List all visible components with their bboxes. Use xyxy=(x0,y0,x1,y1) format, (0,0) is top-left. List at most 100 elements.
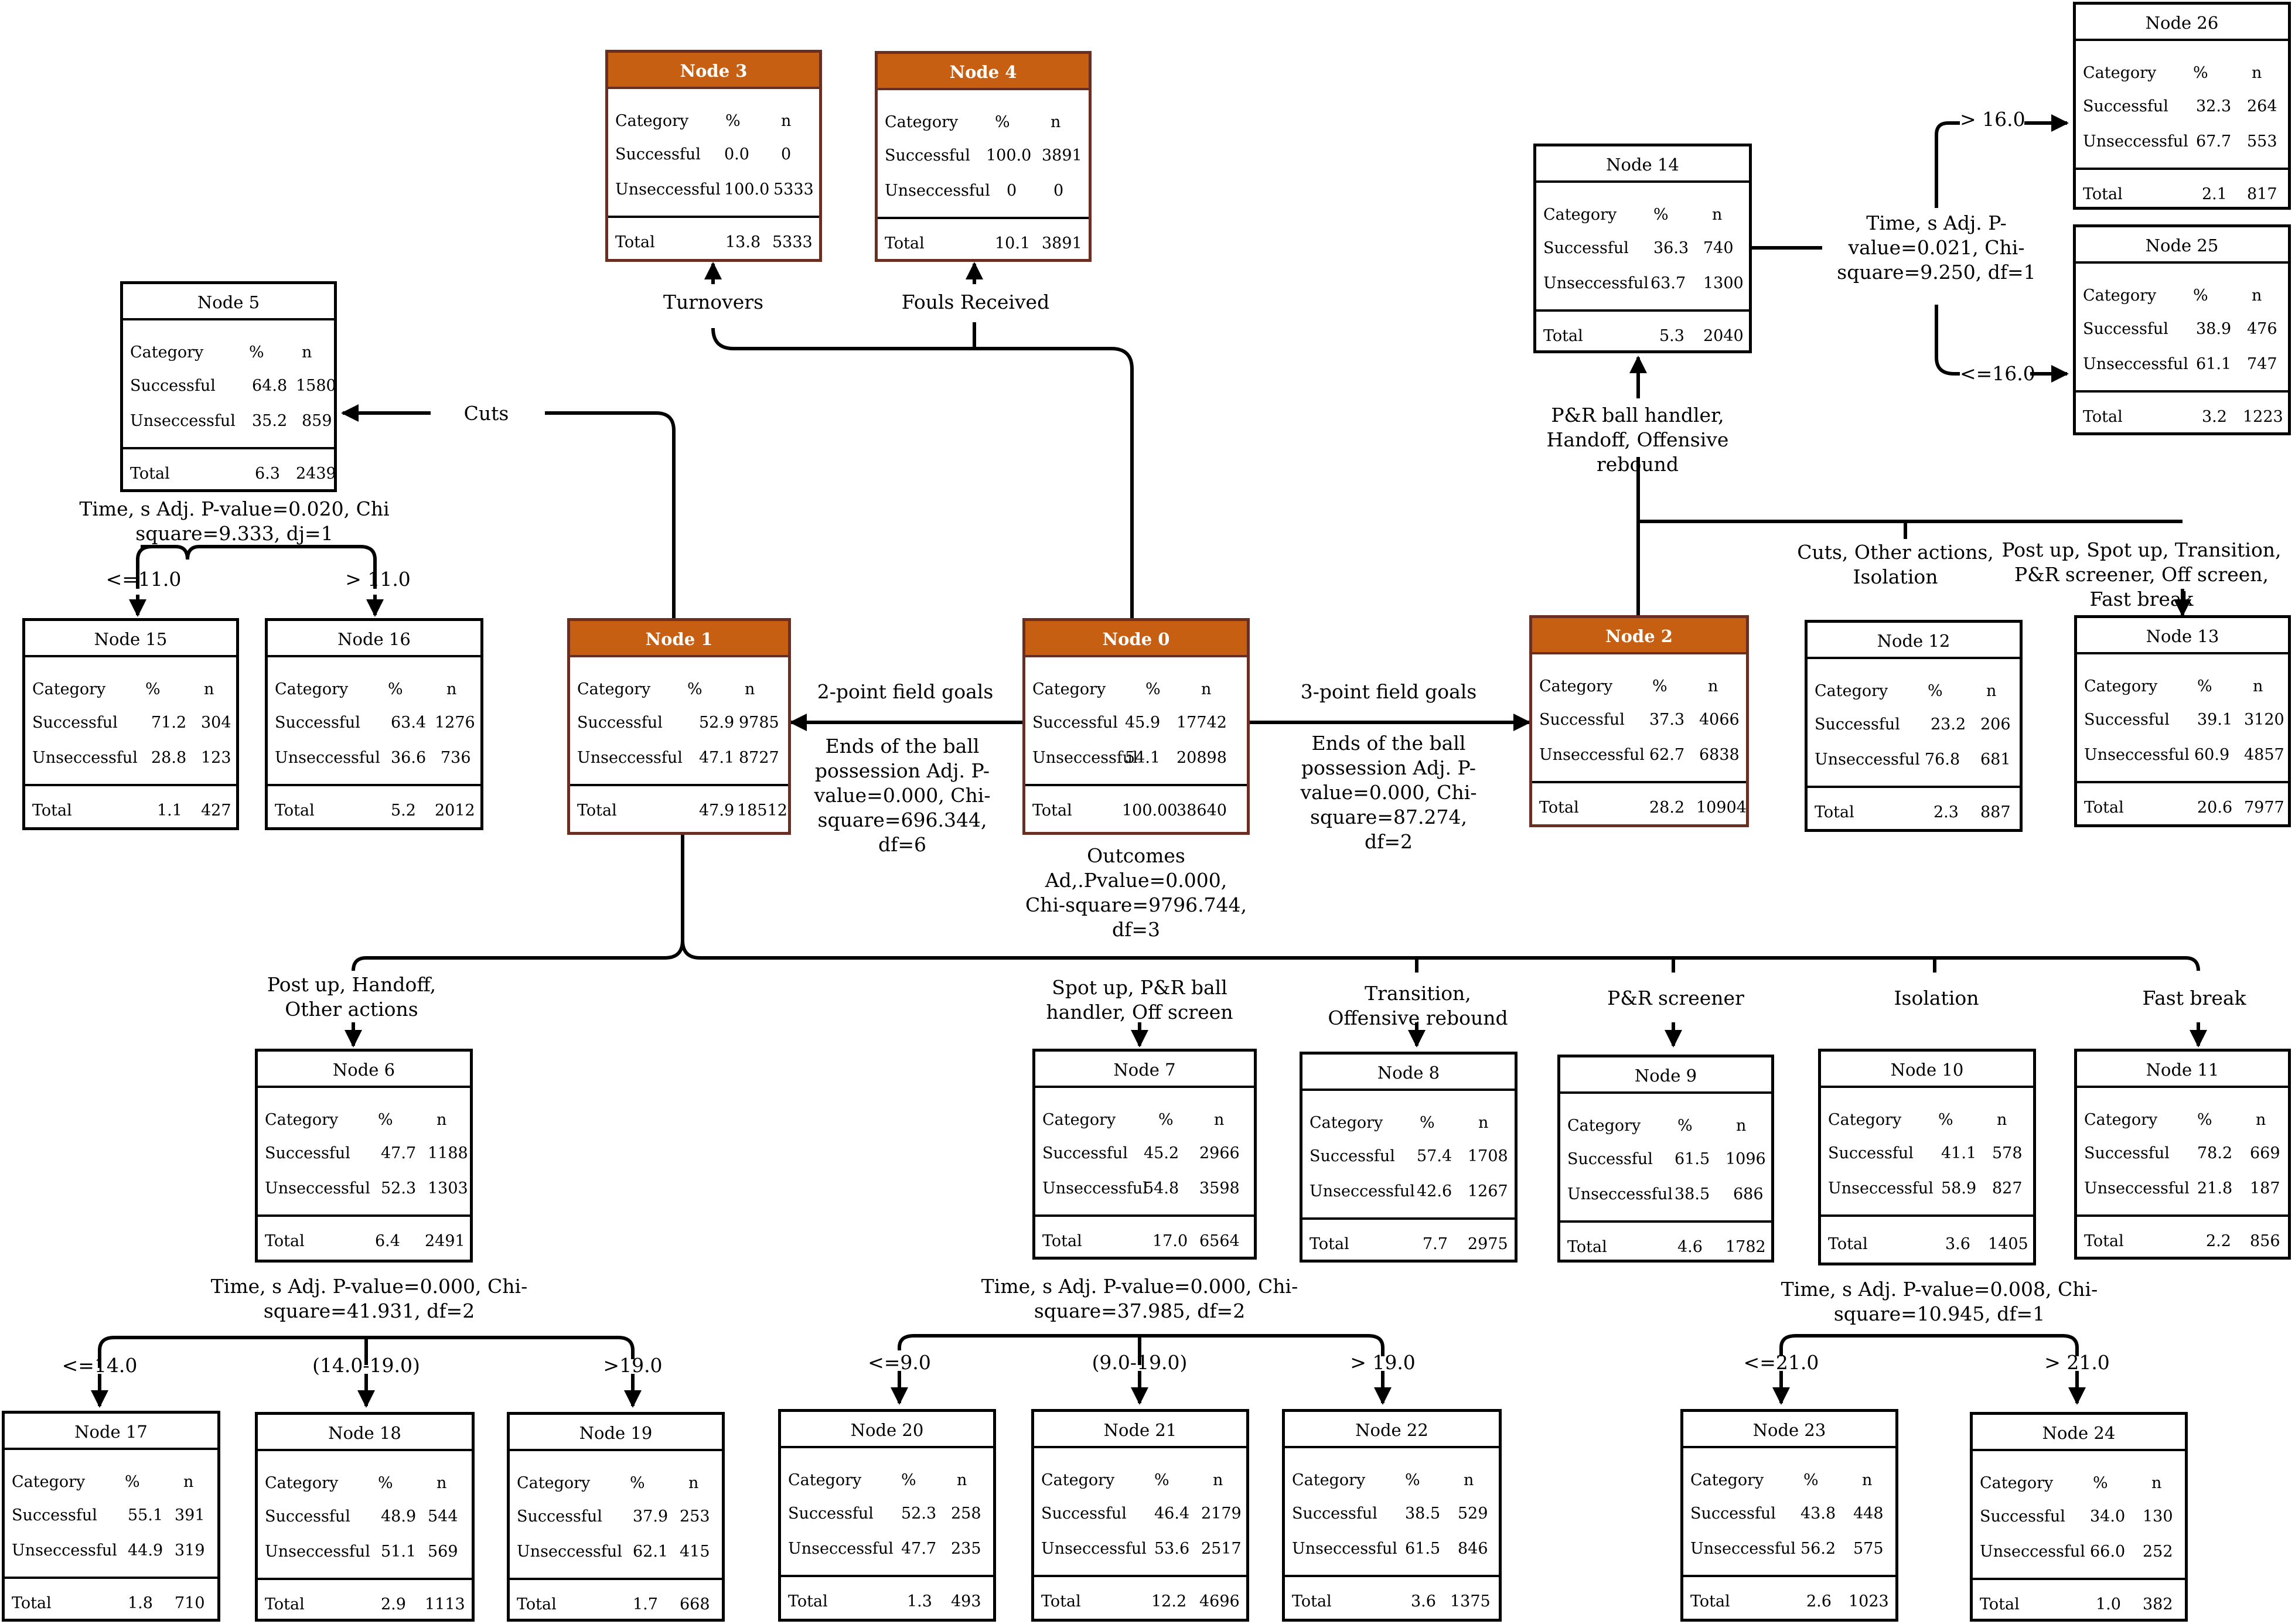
col-header-category: Category xyxy=(1539,677,1613,695)
unsuccessful-n: 575 xyxy=(1853,1540,1884,1558)
successful-pct: 61.5 xyxy=(1675,1150,1710,1168)
unsuccessful-n: 20898 xyxy=(1177,749,1227,767)
n5-gt-label: > 11.0 xyxy=(345,568,411,591)
successful-n: 1188 xyxy=(428,1144,468,1162)
node6-split-label: Time, s Adj. P-value=0.000, Chi-square=4… xyxy=(210,1275,528,1322)
successful-n: 206 xyxy=(1980,715,2011,733)
total-n: 710 xyxy=(175,1594,205,1612)
node1-split-label: Ends of the ball possession Adj. P-value… xyxy=(814,735,991,856)
col-header-category: Category xyxy=(1567,1117,1641,1135)
label-pr-screener: P&R screener xyxy=(1607,987,1744,1009)
n5-le-label: <=11.0 xyxy=(105,568,182,591)
col-header-n: n xyxy=(745,680,755,698)
row-label-unsuccessful: Unseccessful xyxy=(517,1543,622,1561)
node-title: Node 2 xyxy=(1532,618,1746,654)
col-header-pct: % xyxy=(1420,1114,1435,1132)
edge-n14-up xyxy=(1935,121,1960,208)
label-3-point-field-goals: 3-point field goals xyxy=(1300,680,1477,703)
label-node2-group-a: P&R ball handler, Handoff, Offensive reb… xyxy=(1546,404,1729,476)
unsuccessful-pct: 62.7 xyxy=(1649,746,1685,764)
successful-pct: 23.2 xyxy=(1931,715,1966,733)
row-label-successful: Successful xyxy=(2083,97,2168,115)
n6-range-c: >19.0 xyxy=(603,1354,663,1377)
node-title: Node 0 xyxy=(1025,621,1247,657)
label-node2-group-c: Post up, Spot up, Transition, P&R screen… xyxy=(2001,538,2282,610)
col-header-category: Category xyxy=(1815,682,1888,700)
row-label-total: Total xyxy=(12,1594,52,1612)
col-header-category: Category xyxy=(2083,286,2157,305)
col-header-pct: % xyxy=(2197,1111,2212,1129)
total-divider xyxy=(268,784,480,786)
unsuccessful-pct: 100.0 xyxy=(724,180,770,199)
row-label-unsuccessful: Unseccessful xyxy=(2083,355,2188,373)
row-label-unsuccessful: Unseccessful xyxy=(1567,1185,1673,1203)
successful-n: 130 xyxy=(2143,1507,2173,1526)
total-pct: 2.9 xyxy=(381,1595,406,1613)
total-pct: 6.4 xyxy=(375,1232,400,1250)
total-divider xyxy=(258,1214,470,1217)
col-header-pct: % xyxy=(901,1471,916,1489)
col-header-n: n xyxy=(2151,1474,2162,1492)
row-label-unsuccessful: Unseccessful xyxy=(2083,132,2188,151)
unsuccessful-n: 846 xyxy=(1458,1540,1488,1558)
successful-n: 258 xyxy=(951,1504,981,1523)
col-header-pct: % xyxy=(125,1473,140,1491)
col-header-n: n xyxy=(957,1471,967,1489)
edge-n5-bus xyxy=(136,545,377,589)
row-label-unsuccessful: Unseccessful xyxy=(1041,1540,1147,1558)
col-header-n: n xyxy=(437,1474,447,1492)
successful-pct: 52.9 xyxy=(699,714,735,732)
row-label-unsuccessful: Unseccessful xyxy=(275,749,380,767)
col-header-category: Category xyxy=(517,1474,591,1492)
col-header-pct: % xyxy=(388,680,403,698)
node10-split-label: Time, s Adj. P-value=0.008, Chi-square=1… xyxy=(1781,1278,2098,1325)
total-pct: 3.6 xyxy=(1411,1592,1436,1611)
successful-n: 17742 xyxy=(1177,714,1227,732)
edge-bus-n6 xyxy=(352,940,684,971)
n14-le-label: <=16.0 xyxy=(1960,362,2035,385)
row-label-successful: Successful xyxy=(577,714,663,732)
row-label-unsuccessful: Unseccessful xyxy=(1042,1179,1148,1197)
total-divider xyxy=(1302,1217,1515,1220)
successful-pct: 55.1 xyxy=(128,1506,163,1524)
row-label-successful: Successful xyxy=(32,714,118,732)
row-label-unsuccessful: Unseccessful xyxy=(130,412,236,430)
col-header-category: Category xyxy=(1032,680,1106,698)
n10-range-b: > 21.0 xyxy=(2044,1351,2110,1374)
row-label-total: Total xyxy=(1292,1592,1332,1611)
total-pct: 13.8 xyxy=(725,233,761,251)
total-pct: 17.0 xyxy=(1152,1232,1188,1250)
node-title: Node 5 xyxy=(123,284,334,320)
node5-split-label: Time, s Adj. P-value=0.020, Chi square=9… xyxy=(79,497,390,545)
unsuccessful-pct: 44.9 xyxy=(128,1541,163,1560)
total-n: 1405 xyxy=(1988,1235,2028,1253)
col-header-category: Category xyxy=(1041,1471,1115,1489)
node-title: Node 3 xyxy=(608,53,819,89)
node-title: Node 9 xyxy=(1560,1057,1771,1094)
total-pct: 6.3 xyxy=(255,465,280,483)
n7-range-b: (9.0-19.0) xyxy=(1092,1351,1188,1374)
node-title: Node 10 xyxy=(1821,1052,2033,1088)
total-divider xyxy=(1035,1214,1254,1217)
unsuccessful-pct: 61.5 xyxy=(1405,1540,1441,1558)
n14-gt-label: > 16.0 xyxy=(1960,108,2025,131)
unsuccessful-n: 6838 xyxy=(1699,746,1740,764)
unsuccessful-pct: 54.8 xyxy=(1144,1179,1179,1197)
col-header-n: n xyxy=(688,1474,699,1492)
unsuccessful-pct: 67.7 xyxy=(2196,132,2232,151)
unsuccessful-n: 686 xyxy=(1733,1185,1764,1203)
col-header-pct: % xyxy=(630,1474,645,1492)
edge-n0-up xyxy=(711,327,1134,618)
col-header-pct: % xyxy=(378,1111,393,1129)
row-label-total: Total xyxy=(265,1232,305,1250)
col-header-pct: % xyxy=(1158,1111,1174,1129)
root-split-label: Outcomes Ad,.Pvalue=0.000, Chi-square=97… xyxy=(1022,844,1250,942)
row-label-total: Total xyxy=(577,801,617,820)
total-n: 5333 xyxy=(772,233,813,251)
successful-n: 264 xyxy=(2247,97,2277,115)
successful-pct: 100.0 xyxy=(986,146,1032,165)
col-header-pct: % xyxy=(725,112,741,130)
